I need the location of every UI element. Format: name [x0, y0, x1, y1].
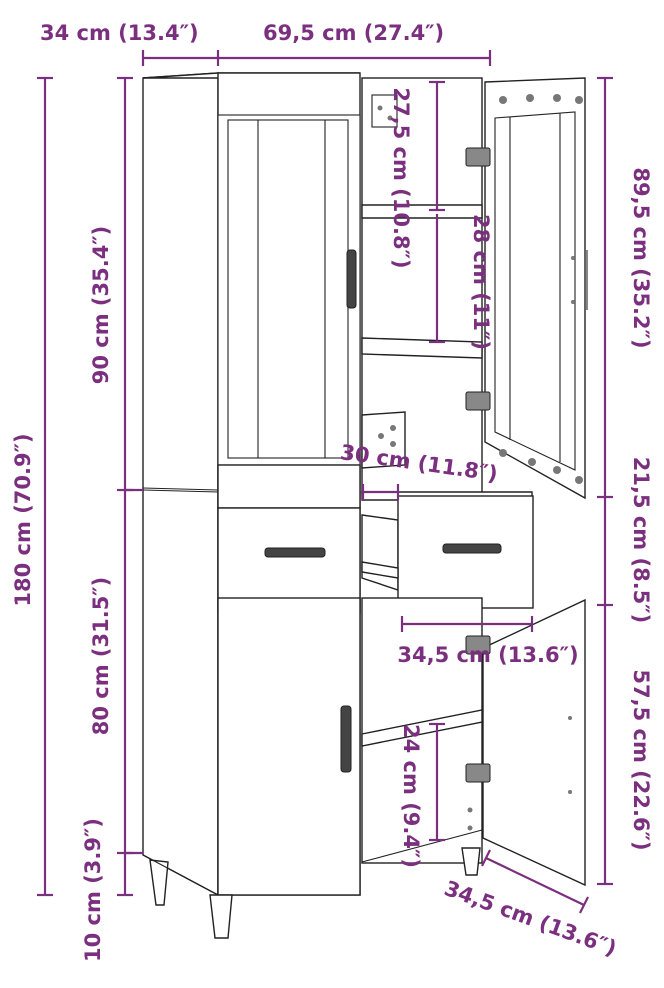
- label-upper-door-height: 89,5 cm (35.2″): [629, 167, 653, 348]
- label-middle-compartment: 28 cm (11″): [469, 214, 493, 350]
- middle-shelf: [361, 337, 483, 359]
- label-drawer-width: 34,5 cm (13.6″): [397, 643, 578, 667]
- middle-frame: [217, 464, 361, 509]
- leg-front: [209, 894, 233, 939]
- left-drawer: [217, 507, 361, 614]
- upper-left-glass-door: [217, 114, 361, 466]
- lower-left-door-handle: [340, 705, 352, 773]
- dimension-lines: [37, 50, 613, 914]
- upper-left-door-handle: [346, 249, 357, 309]
- open-drawer-side: [361, 514, 399, 591]
- label-drawer-height: 21,5 cm (8.5″): [629, 457, 653, 624]
- hinge-icon: [465, 391, 491, 411]
- upper-shelf: [361, 204, 483, 219]
- lower-shelf: [361, 709, 483, 747]
- hinge-icon: [465, 635, 491, 655]
- label-lower-compartment: 24 cm (9.4″): [399, 724, 423, 868]
- leg-right: [461, 847, 481, 876]
- leg-back: [149, 859, 169, 906]
- label-width: 69,5 cm (27.4″): [263, 21, 444, 45]
- lower-left-door: [217, 597, 361, 896]
- label-total-height: 180 cm (70.9″): [11, 433, 35, 606]
- label-top-compartment: 27,5 cm (10.8″): [389, 87, 413, 268]
- upper-right-glass-door: [484, 77, 586, 500]
- label-lower-door-width: 34,5 cm (13.6″): [441, 876, 619, 961]
- cabinet-illustration: [142, 72, 588, 939]
- hinge-icon: [465, 763, 491, 783]
- open-drawer-handle: [442, 543, 502, 554]
- hinge-icon: [465, 147, 491, 167]
- label-lower-door-height: 57,5 cm (22.6″): [629, 669, 653, 850]
- cabinet-side-panel: [142, 72, 219, 897]
- label-lower-height: 80 cm (31.5″): [89, 577, 113, 736]
- label-upper-height: 90 cm (35.4″): [89, 226, 113, 385]
- label-leg-height: 10 cm (3.9″): [81, 818, 105, 962]
- label-depth: 34 cm (13.4″): [40, 21, 199, 45]
- left-drawer-handle: [264, 547, 326, 558]
